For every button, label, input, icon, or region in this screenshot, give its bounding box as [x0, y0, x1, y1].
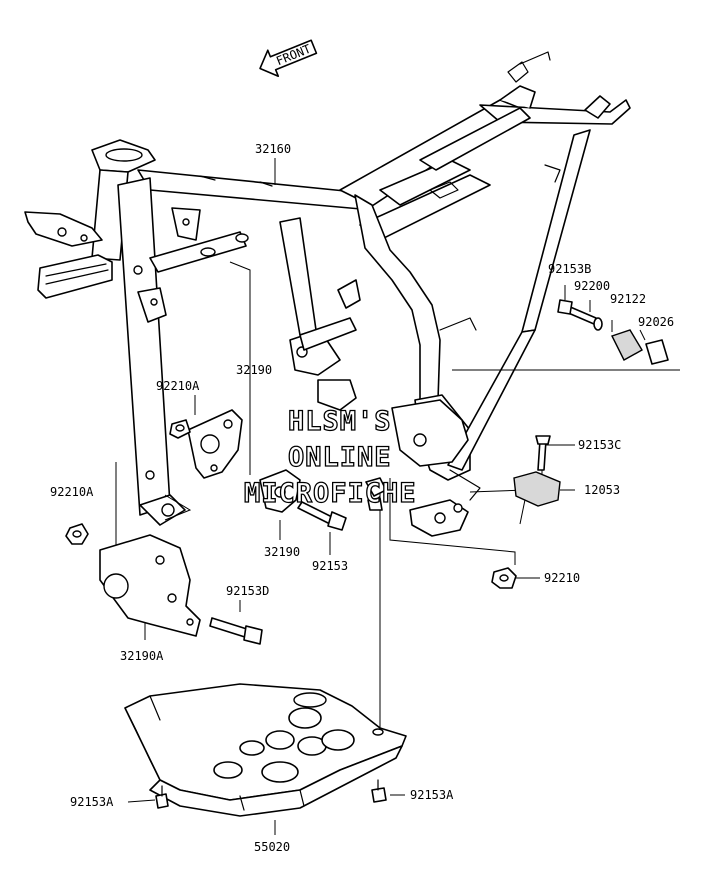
label-92153: 92153: [312, 559, 348, 573]
label-32190-lower: 32190: [264, 545, 300, 559]
label-92026: 92026: [638, 315, 674, 329]
bracket-bolt-small: [365, 477, 387, 511]
label-92153C: 92153C: [578, 438, 621, 452]
label-92200: 92200: [574, 279, 610, 293]
bolt-92153A-left: [155, 785, 169, 809]
label-92122: 92122: [610, 292, 646, 306]
label-92153B: 92153B: [548, 262, 591, 276]
part-labels: 32160 92153B 92200 92122 92026 92210A 32…: [50, 142, 674, 854]
label-32190A: 32190A: [120, 649, 164, 663]
collar-92122: [611, 329, 643, 361]
label-92153A-left: 92153A: [70, 795, 114, 809]
nut-92210A-left: [65, 523, 89, 545]
washer-92200: [593, 317, 603, 331]
front-direction-arrow: FRONT: [259, 39, 318, 78]
label-92210: 92210: [544, 571, 580, 585]
leader-lines: [115, 158, 680, 835]
watermark-line-2: ONLINE: [288, 442, 392, 473]
watermark-line-1: HLSM'S: [288, 406, 392, 437]
label-32160: 32160: [255, 142, 291, 156]
engine-mount-bracket-32190A: [99, 534, 201, 637]
label-92210A-left: 92210A: [50, 485, 94, 499]
bolt-92153A-right: [371, 779, 387, 803]
nut-92210A-upper: [169, 419, 191, 439]
watermark: HLSM'S ONLINE MICROFICHE: [243, 405, 417, 509]
engine-mount-plate-32190-upper: [187, 409, 243, 479]
label-12053: 12053: [584, 483, 620, 497]
label-92153A-right: 92153A: [410, 788, 454, 802]
skid-plate-55020: [124, 683, 407, 817]
bolt-92153D: [209, 617, 263, 645]
label-32190-upper: 32190: [236, 363, 272, 377]
spacer-92026: [645, 339, 669, 365]
label-92153D: 92153D: [226, 584, 269, 598]
label-92210A-upper: 92210A: [156, 379, 200, 393]
bolt-92153: [297, 501, 347, 531]
rubber-damper-12053: [513, 471, 561, 507]
frame-32160: [24, 51, 631, 537]
engine-mount-plate-32190-lower: [259, 469, 301, 513]
bolt-92153C: [535, 435, 551, 471]
label-55020: 55020: [254, 840, 290, 854]
bolt-92153B: [557, 299, 597, 325]
flange-nut-92210: [491, 567, 517, 589]
watermark-line-3: MICROFICHE: [244, 478, 417, 509]
front-arrow-label: FRONT: [274, 42, 313, 69]
